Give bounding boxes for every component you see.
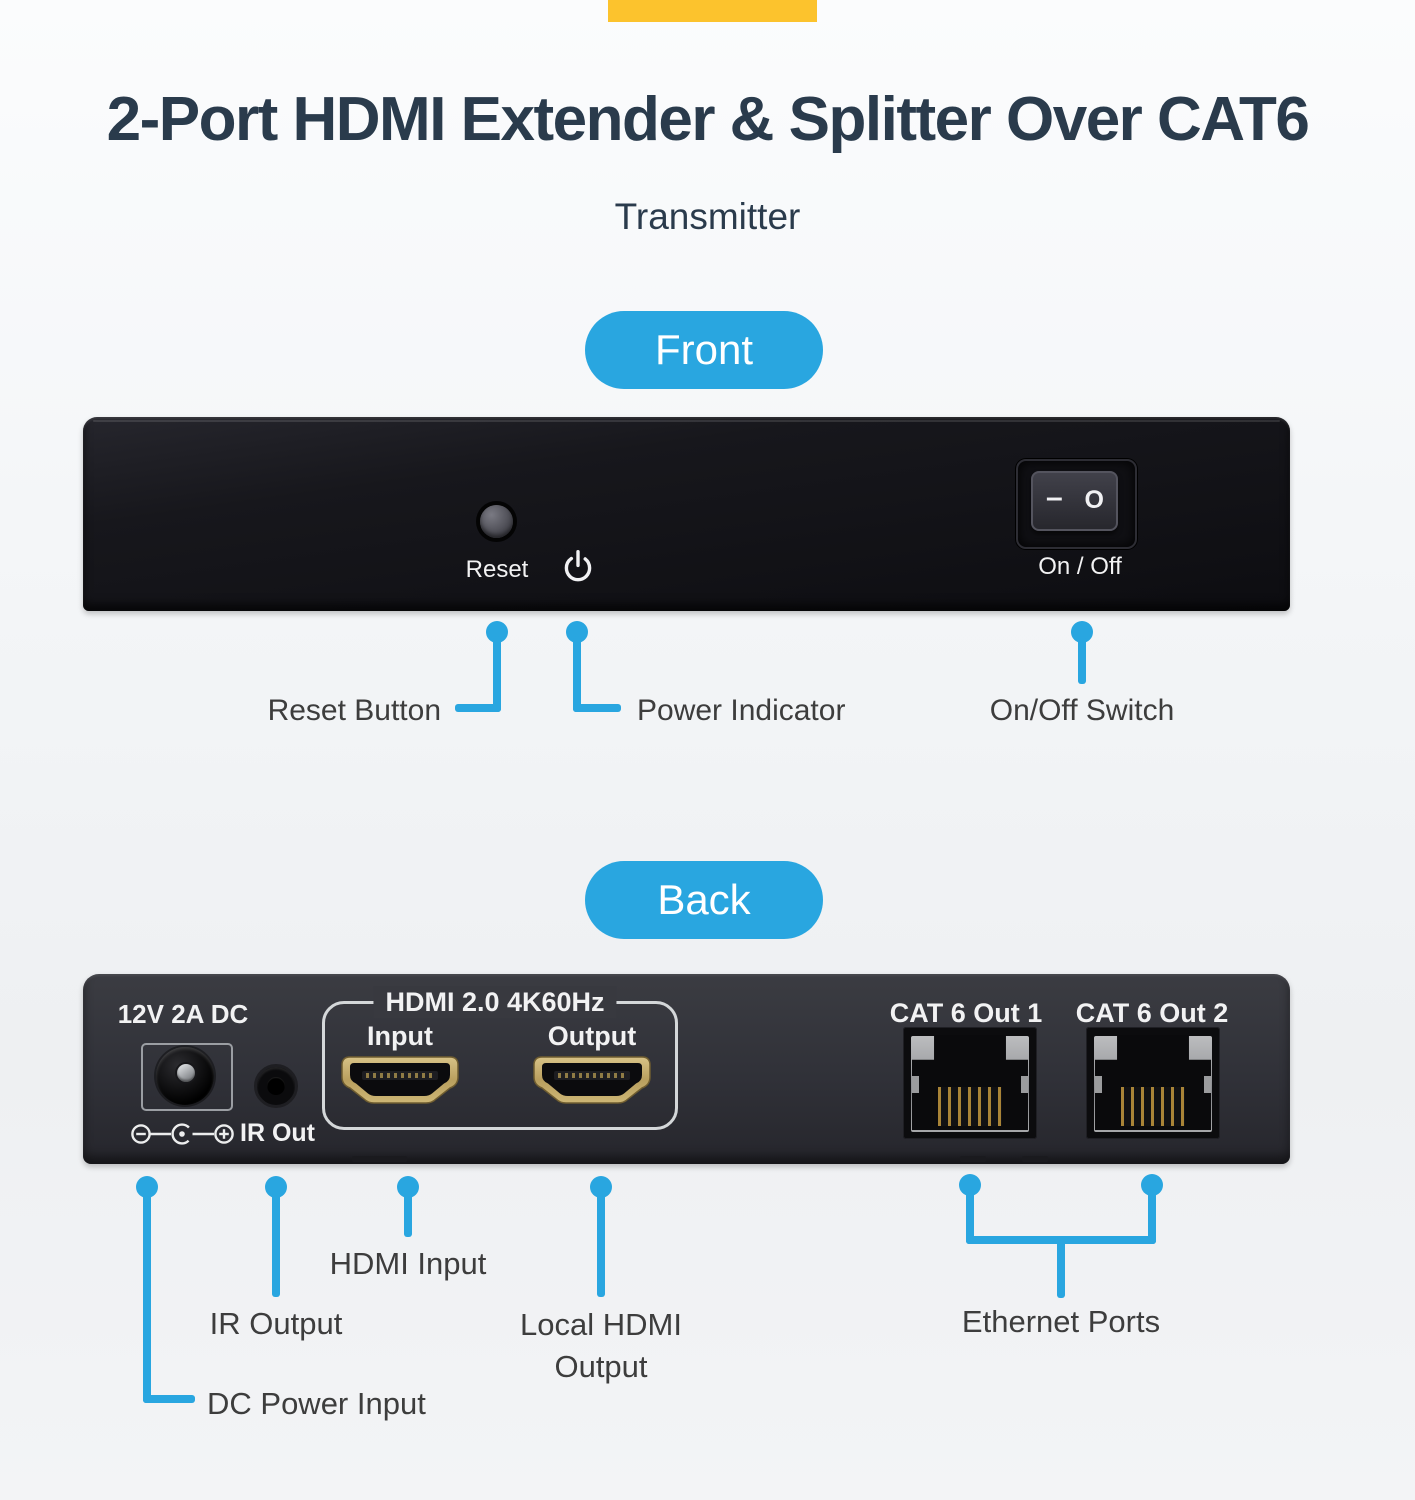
dc-barrel-pin: [177, 1064, 195, 1082]
cat6-out-1-label: CAT 6 Out 1: [889, 998, 1043, 1028]
reset-panel-label: Reset: [465, 556, 529, 583]
subtitle: Transmitter: [614, 196, 801, 237]
rocker-on-marking: –: [1046, 481, 1063, 514]
case-notch: [960, 1156, 986, 1162]
ir-jack: [254, 1064, 298, 1108]
case-notch: [352, 1156, 407, 1162]
callout-dot-power: [566, 621, 588, 643]
dc-jack-outline: [141, 1043, 233, 1111]
dc-barrel-jack: [156, 1047, 214, 1105]
callout-line-power-h: [573, 704, 621, 712]
dc-power-input-callout: DC Power Input: [207, 1386, 426, 1421]
ir-output-callout: IR Output: [209, 1306, 343, 1341]
rj45-port-1: [903, 1027, 1037, 1139]
back-badge: Back: [585, 861, 823, 939]
hdmi-output-port: [533, 1056, 651, 1104]
callout-dot-hdmi-input: [397, 1176, 419, 1198]
callout-dot-local-hdmi: [590, 1176, 612, 1198]
callout-dot-dc: [136, 1176, 158, 1198]
rj45-port-2: [1086, 1027, 1220, 1139]
hdmi-group-label: HDMI 2.0 4K60Hz: [373, 986, 617, 1018]
page-title: 2-Port HDMI Extender & Splitter Over CAT…: [106, 85, 1310, 154]
power-switch-bezel: – O: [1016, 459, 1137, 549]
local-hdmi-line1: Local HDMI: [520, 1307, 682, 1342]
ir-out-panel-label: IR Out: [240, 1119, 315, 1147]
case-notch: [1022, 1156, 1048, 1162]
callout-line-local-hdmi: [597, 1191, 605, 1297]
polarity-icon: [131, 1123, 234, 1145]
callout-line-power: [573, 636, 581, 712]
rocker-off-marking: O: [1084, 486, 1104, 514]
callout-dot-ethernet-1: [959, 1174, 981, 1196]
callout-line-reset-h: [455, 704, 501, 712]
callout-line-ethernet-2: [1148, 1189, 1156, 1244]
callout-dot-switch: [1071, 621, 1093, 643]
hdmi-input-callout: HDMI Input: [329, 1246, 487, 1281]
on-off-panel-label: On / Off: [1038, 553, 1122, 580]
reset-button-hole: [480, 505, 513, 538]
local-hdmi-output-callout: Local HDMI Output: [520, 1304, 682, 1388]
on-off-switch-callout: On/Off Switch: [989, 694, 1175, 727]
cat6-out-2-label: CAT 6 Out 2: [1075, 998, 1229, 1028]
callout-dot-ir: [265, 1176, 287, 1198]
front-badge: Front: [585, 311, 823, 389]
power-icon: [564, 550, 592, 582]
brand-accent-bar: [608, 0, 817, 22]
power-indicator-callout: Power Indicator: [637, 694, 846, 727]
callout-line-switch: [1078, 636, 1086, 684]
local-hdmi-line2: Output: [554, 1349, 648, 1384]
ethernet-ports-callout: Ethernet Ports: [961, 1304, 1161, 1339]
callout-dot-ethernet-2: [1141, 1174, 1163, 1196]
back-badge-label: Back: [657, 876, 751, 923]
callout-line-ethernet-stem: [1057, 1236, 1065, 1298]
callout-line-dc: [143, 1191, 151, 1403]
rocker-switch: – O: [1031, 471, 1118, 531]
callout-line-hdmi-input: [404, 1191, 412, 1237]
callout-line-ir: [272, 1191, 280, 1297]
hdmi-input-port: [341, 1056, 459, 1104]
hdmi-output-panel-label: Output: [547, 1021, 637, 1051]
front-badge-label: Front: [654, 326, 754, 373]
callout-line-ethernet-1: [966, 1189, 974, 1244]
dc-power-panel-label: 12V 2A DC: [117, 999, 249, 1029]
callout-line-dc-h: [143, 1395, 195, 1403]
callout-dot-reset: [486, 621, 508, 643]
callout-line-reset: [493, 636, 501, 712]
hdmi-input-panel-label: Input: [367, 1021, 433, 1051]
reset-button-callout: Reset Button: [267, 694, 441, 727]
